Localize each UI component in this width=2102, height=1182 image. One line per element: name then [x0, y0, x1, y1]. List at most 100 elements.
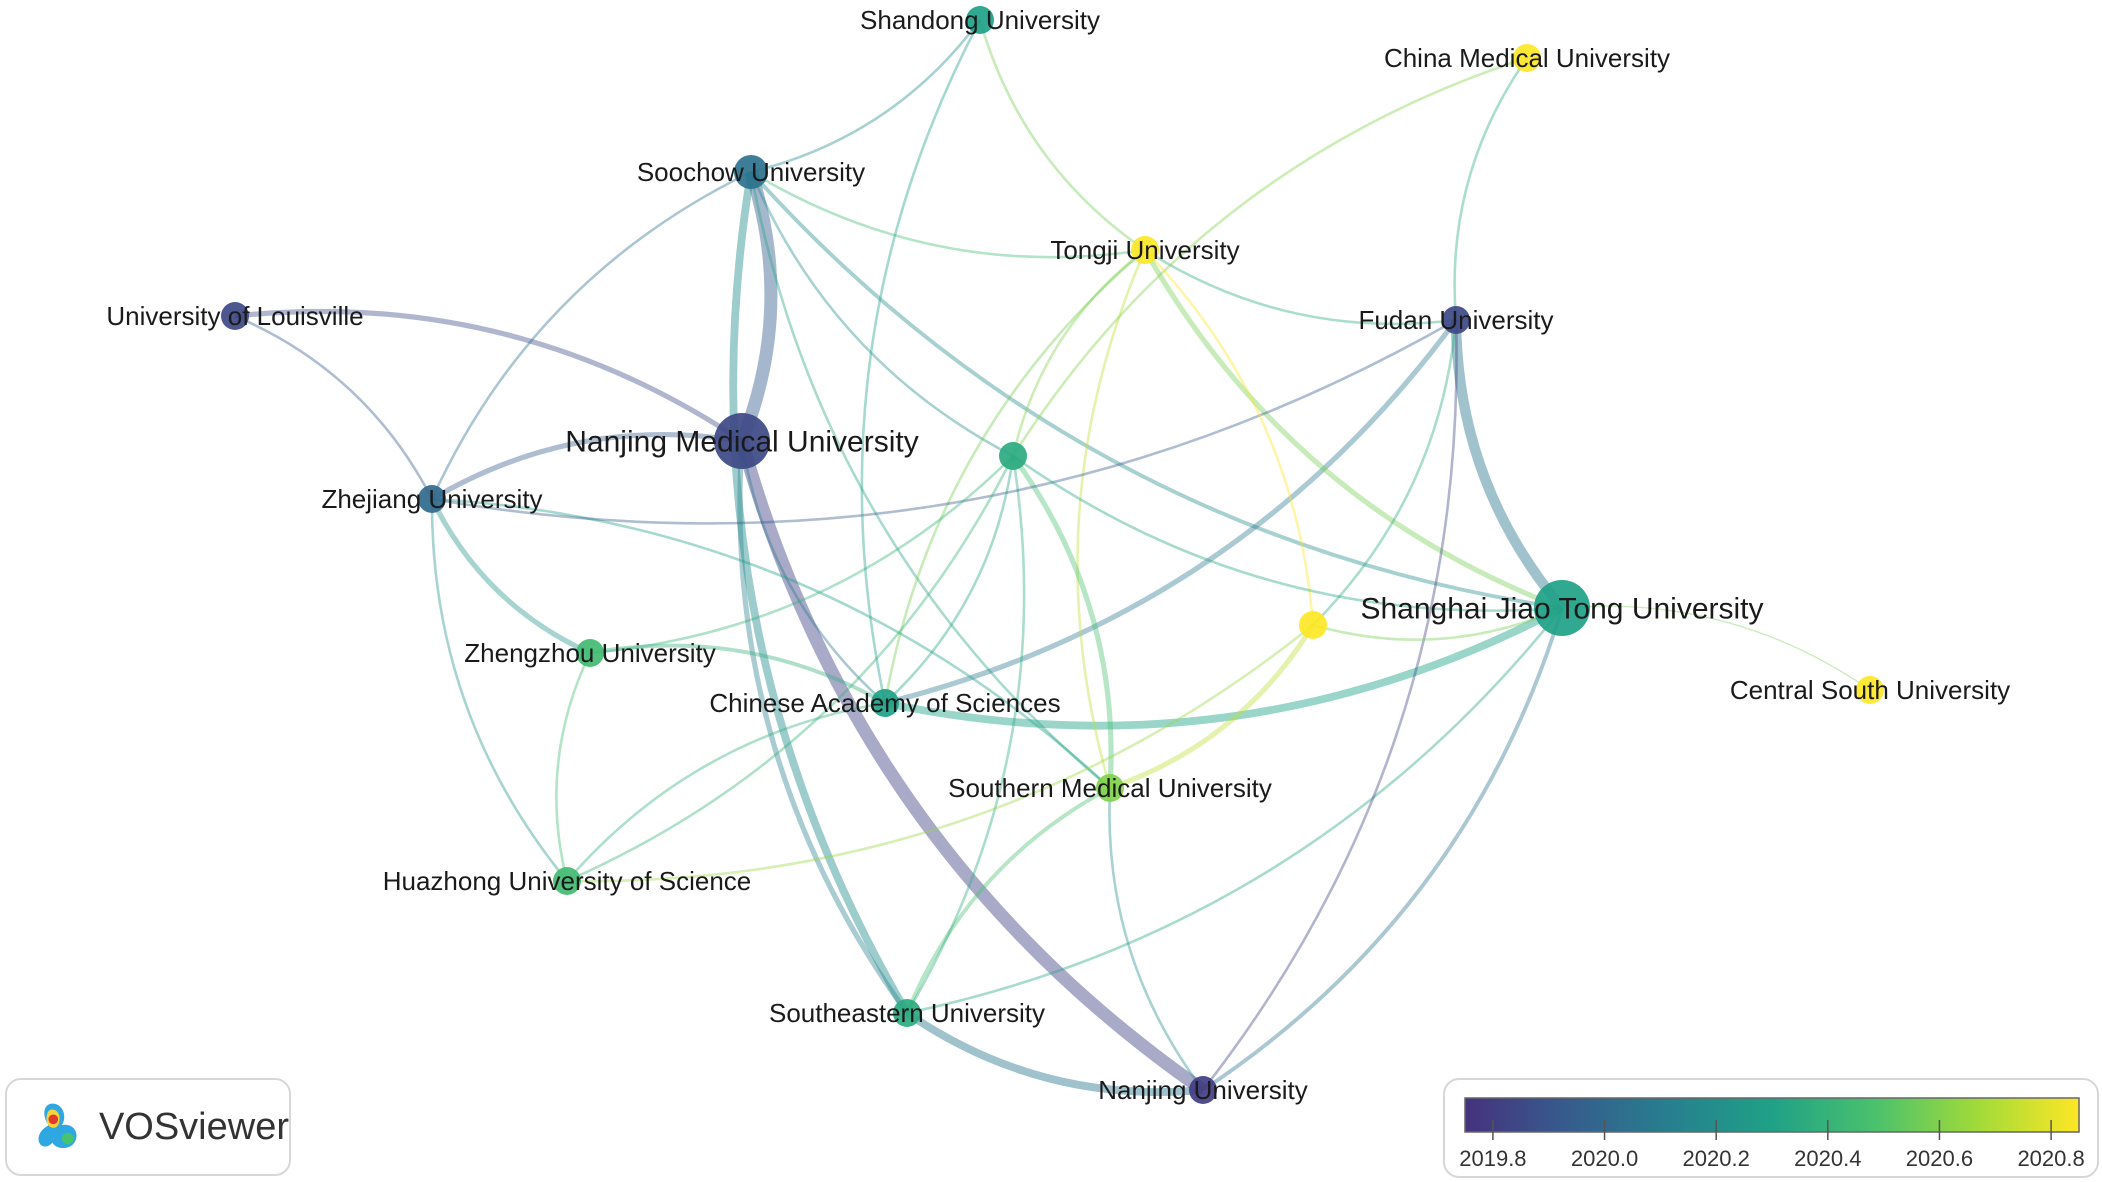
link-zju-hust[interactable] [430, 498, 569, 882]
link-tongji-sjtu[interactable] [1142, 248, 1563, 611]
legend-tick-label: 2020.2 [1683, 1146, 1750, 1171]
link-cas-sjtu[interactable] [884, 604, 1564, 730]
link-unl1-sjtu[interactable] [1012, 454, 1563, 612]
link-smu-unl2[interactable] [1109, 623, 1316, 791]
link-suda-sdu[interactable] [750, 19, 982, 174]
link-zju-zzu[interactable] [429, 497, 592, 656]
link-cmu-fudan[interactable] [1453, 57, 1529, 321]
node-cmu[interactable] [1513, 44, 1541, 72]
link-suda-tongji[interactable] [750, 170, 1146, 259]
link-nmu-nju[interactable] [735, 439, 1207, 1096]
vosviewer-logo-box: VOSviewer [5, 1078, 291, 1176]
link-smu-seu[interactable] [905, 786, 1111, 1014]
link-tongji-cas[interactable] [883, 249, 1146, 704]
node-csu[interactable] [1856, 676, 1884, 704]
vosviewer-logo-icon [38, 1103, 77, 1149]
link-hust-unl1[interactable] [566, 455, 1015, 883]
node-cas[interactable] [871, 689, 899, 717]
link-nmu-suda[interactable] [735, 170, 778, 444]
link-tongji-smu[interactable] [1076, 249, 1147, 789]
link-suda-smu[interactable] [749, 171, 1111, 789]
node-label-zju[interactable]: Zhejiang University [321, 484, 542, 514]
link-cas-fudan[interactable] [884, 318, 1459, 706]
link-layer [234, 19, 1871, 1096]
node-hust[interactable] [553, 867, 581, 895]
link-sdu-tongji[interactable] [978, 19, 1146, 252]
link-seu-unl1[interactable] [905, 455, 1026, 1014]
link-tongji-fudan[interactable] [1144, 248, 1457, 326]
legend-tick-label: 2020.6 [1906, 1146, 1973, 1171]
legend-tick-label: 2019.8 [1459, 1146, 1526, 1171]
node-sdu[interactable] [966, 6, 994, 34]
node-label-tongji[interactable]: Tongji University [1050, 235, 1239, 265]
node-sjtu[interactable] [1534, 580, 1590, 636]
node-label-sjtu[interactable]: Shanghai Jiao Tong University [1360, 593, 1763, 626]
node-unl2[interactable] [1299, 611, 1327, 639]
link-suda-sjtu[interactable] [749, 170, 1563, 610]
link-nju-fudan[interactable] [1201, 319, 1458, 1091]
link-smu-zju[interactable] [431, 497, 1111, 789]
link-tongji-unl1[interactable] [1011, 248, 1146, 457]
node-nmu[interactable] [714, 413, 770, 469]
link-suda-zju[interactable] [430, 170, 752, 500]
link-unl2-sjtu[interactable] [1312, 606, 1563, 642]
link-nju-sjtu[interactable] [1201, 607, 1564, 1092]
link-cas-zzu[interactable] [589, 643, 886, 705]
node-label-smu[interactable]: Southern Medical University [948, 773, 1272, 803]
node-zju[interactable] [418, 485, 446, 513]
link-zzu-unl1[interactable] [589, 455, 1014, 655]
node-unl1[interactable] [999, 442, 1027, 470]
link-zzu-hust[interactable] [555, 652, 592, 882]
link-cas-hust[interactable] [566, 701, 886, 882]
node-seu[interactable] [893, 999, 921, 1027]
legend-tick-label: 2020.4 [1794, 1146, 1861, 1171]
node-label-suda[interactable]: Soochow University [637, 157, 865, 187]
node-label-fudan[interactable]: Fudan University [1358, 305, 1553, 335]
node-tongji[interactable] [1131, 236, 1159, 264]
link-zju-fudan[interactable] [431, 318, 1457, 525]
link-seu-nju[interactable] [904, 1009, 1204, 1096]
node-suda[interactable] [734, 155, 768, 189]
link-cas-unl1[interactable] [884, 455, 1015, 704]
link-unl2-fudan[interactable] [1312, 319, 1458, 626]
link-seu-sjtu[interactable] [906, 607, 1564, 1015]
node-zzu[interactable] [576, 639, 604, 667]
node-louisville[interactable] [221, 302, 249, 330]
node-nju[interactable] [1189, 1076, 1217, 1104]
node-label-nmu[interactable]: Nanjing Medical University [565, 426, 918, 459]
link-unl2-tongji[interactable] [1144, 249, 1315, 626]
link-nmu-louisville[interactable] [234, 308, 744, 444]
node-label-louisville[interactable]: University of Louisville [106, 301, 363, 331]
node-label-seu[interactable]: Southeastern University [769, 998, 1045, 1028]
node-label-hust[interactable]: Huazhong University of Science [383, 866, 752, 896]
node-label-nju[interactable]: Nanjing University [1098, 1075, 1308, 1105]
link-hust-unl2[interactable] [566, 623, 1314, 883]
link-zju-louisville[interactable] [234, 314, 434, 500]
node-label-sdu[interactable]: Shandong University [860, 5, 1100, 35]
color-gradient-bar [1464, 1097, 2080, 1133]
link-suda-seu[interactable] [729, 171, 911, 1015]
link-smu-nju[interactable] [1108, 787, 1205, 1091]
link-smu-unl1[interactable] [1010, 454, 1114, 789]
link-nmu-cas[interactable] [740, 440, 886, 704]
link-nmu-zju[interactable] [430, 432, 743, 502]
app-name: VOSviewer [98, 1105, 289, 1148]
node-label-zzu[interactable]: Zhengzhou University [464, 638, 715, 668]
link-fudan-sjtu[interactable] [1450, 319, 1566, 612]
link-csu-sjtu[interactable] [1561, 605, 1871, 691]
link-nmu-seu[interactable] [737, 440, 910, 1015]
node-smu[interactable] [1096, 774, 1124, 802]
node-fudan[interactable] [1442, 306, 1470, 334]
legend-tick-label: 2020.8 [2017, 1146, 2084, 1171]
link-cmu-unl1[interactable] [1011, 56, 1528, 457]
link-sdu-cas[interactable] [860, 19, 982, 704]
link-suda-unl1[interactable] [749, 171, 1014, 458]
node-label-cmu[interactable]: China Medical University [1384, 43, 1670, 73]
node-layer [221, 6, 1884, 1104]
node-label-cas[interactable]: Chinese Academy of Sciences [709, 688, 1060, 718]
node-label-csu[interactable]: Central South University [1730, 675, 2010, 705]
